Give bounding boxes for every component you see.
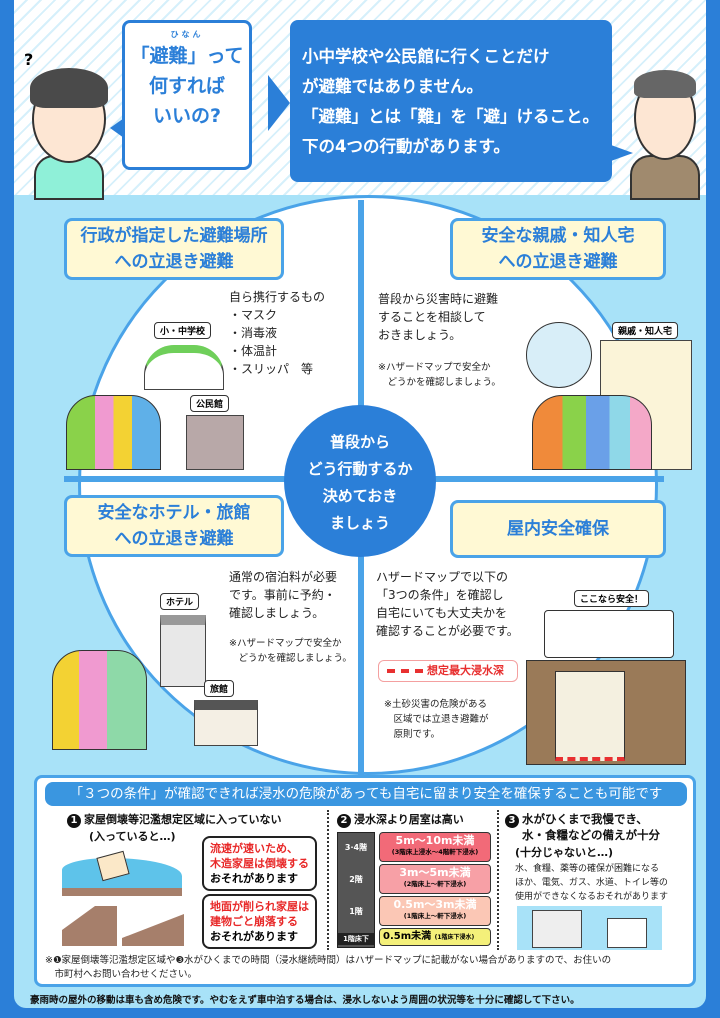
community-center-illustration — [186, 415, 244, 470]
divider — [327, 810, 329, 950]
flyer: ? ひなん 「避難」って 何すれば いいの? 小中学校や公民館に行くことだけ が… — [14, 0, 706, 1008]
depth-row: 5m～10m未満(3階床上浸水～4階軒下浸水) — [379, 832, 491, 862]
bubble-tail — [110, 118, 124, 138]
option-indoor-safety-title: 屋内安全確保 — [450, 500, 666, 558]
relatives-text: 普段から災害時に避難することを相談しておきましょう。 — [378, 292, 499, 342]
arrow-right-icon — [268, 75, 290, 131]
condition-3-text: 水、食糧、薬等の確保が困難になるほか、電気、ガス、水道、トイレ等の使用ができなく… — [515, 864, 669, 902]
answer-bubble: 小中学校や公民館に行くことだけ が避難ではありません。 「避難」とは「難」を「避… — [290, 20, 612, 182]
ryokan-label: 旅館 — [204, 680, 235, 697]
floor-label: 1階 — [349, 907, 363, 916]
family-travel-illustration — [52, 650, 147, 750]
condition-3-sub: (十分じゃないと…) — [515, 846, 614, 859]
hotel-note: ※ハザードマップで安全か どうかを確認しましょう。 — [229, 638, 352, 664]
depth-row: 3m～5m未満(2階床上～軒下浸水) — [379, 864, 491, 894]
relatives-home-label: 親戚・知人宅 — [612, 322, 679, 339]
landslide-illustration — [62, 906, 117, 946]
warning-erosion: 地面が削られ家屋は建物ごと崩落するおそれがあります — [202, 894, 317, 949]
erosion-illustration — [122, 914, 184, 946]
center-message: 普段からどう行動するか決めておきましょう — [284, 405, 436, 557]
depth-row: 0.5m～3m未満(1階床上～軒下浸水) — [379, 896, 491, 926]
intro-section: ? ひなん 「避難」って 何すれば いいの? 小中学校や公民館に行くことだけ が… — [14, 0, 706, 200]
community-center-label: 公民館 — [190, 395, 230, 412]
depth-row: 0.5m未満 (1階床下浸水) — [379, 928, 491, 946]
school-label: 小・中学校 — [154, 322, 212, 339]
hotel-text: 通常の宿泊料が必要です。事前に予約・確認しましょう。 — [229, 570, 338, 620]
three-conditions-box: 「３つの条件」が確認できれば浸水の危険があっても自宅に留まり安全を確保することも… — [34, 775, 696, 987]
question-mark-icon: ? — [24, 50, 34, 69]
option-relatives-home-title: 安全な親戚・知人宅 への立退き避難 — [450, 218, 666, 280]
number-badge: 1 — [67, 814, 81, 828]
dashed-line-icon — [387, 669, 423, 673]
floor-label: 1階床下 — [338, 933, 374, 945]
hotel-illustration — [160, 615, 206, 687]
school-illustration — [144, 345, 224, 390]
bubble-tail — [611, 145, 633, 161]
divider — [497, 810, 499, 950]
flooded-house-illustration — [526, 322, 592, 388]
number-badge: 3 — [505, 814, 519, 828]
option-designated-shelter-title: 行政が指定した避難場所 への立退き避難 — [64, 218, 284, 280]
warning-collapse: 流速が速いため、木造家屋は倒壊するおそれがあります — [202, 836, 317, 891]
floor-label: 2階 — [349, 875, 363, 884]
floor-label: 3·4階 — [344, 843, 368, 852]
footer-warning: 豪雨時の屋外の移動は車も含め危険です。やむをえず車中泊する場合は、浸水しないよう… — [30, 995, 580, 1006]
flood-illustration — [526, 660, 686, 765]
option-hotel-title: 安全なホテル・旅館 への立退き避難 — [64, 495, 284, 557]
condition-1-sub: (入っていると…) — [89, 830, 176, 843]
ryokan-illustration — [194, 700, 258, 746]
carry-items-text: 自ら携行するもの・マスク・消毒液・体温計・スリッパ 等 — [229, 290, 326, 376]
indoor-text: ハザードマップで以下の「3つの条件」を確認し自宅にいても大丈夫かを確認することが… — [376, 570, 519, 638]
family-visit-illustration — [532, 395, 652, 470]
max-flood-depth-legend: 想定最大浸水深 — [378, 660, 518, 682]
question-bubble: ひなん 「避難」って 何すれば いいの? — [122, 20, 252, 170]
flooded-buildings-illustration — [517, 906, 662, 950]
indoor-note: ※土砂災害の危険がある 区域では立退き避難が 原則です。 — [384, 699, 489, 740]
boy-illustration: ? — [24, 50, 114, 200]
safe-here-label: ここなら安全！ — [574, 590, 650, 607]
official-illustration — [624, 60, 704, 200]
family-indoor-illustration — [544, 610, 674, 658]
number-badge: 2 — [337, 814, 351, 828]
building-floors-illustration: 3·4階 2階 1階 1階床下 — [337, 832, 375, 948]
relatives-note: ※ハザードマップで安全か どうかを確認しましょう。 — [378, 362, 501, 388]
conditions-header: 「３つの条件」が確認できれば浸水の危険があっても自宅に留まり安全を確保することも… — [45, 782, 687, 806]
footnote: ※❶家屋倒壊等氾濫想定区域や❸水がひくまでの時間（浸水継続時間）はハザードマップ… — [45, 955, 612, 980]
family-illustration — [66, 395, 161, 470]
flood-depth-table: 5m～10m未満(3階床上浸水～4階軒下浸水) 3m～5m未満(2階床上～軒下浸… — [379, 832, 491, 948]
hotel-label: ホテル — [160, 593, 200, 610]
